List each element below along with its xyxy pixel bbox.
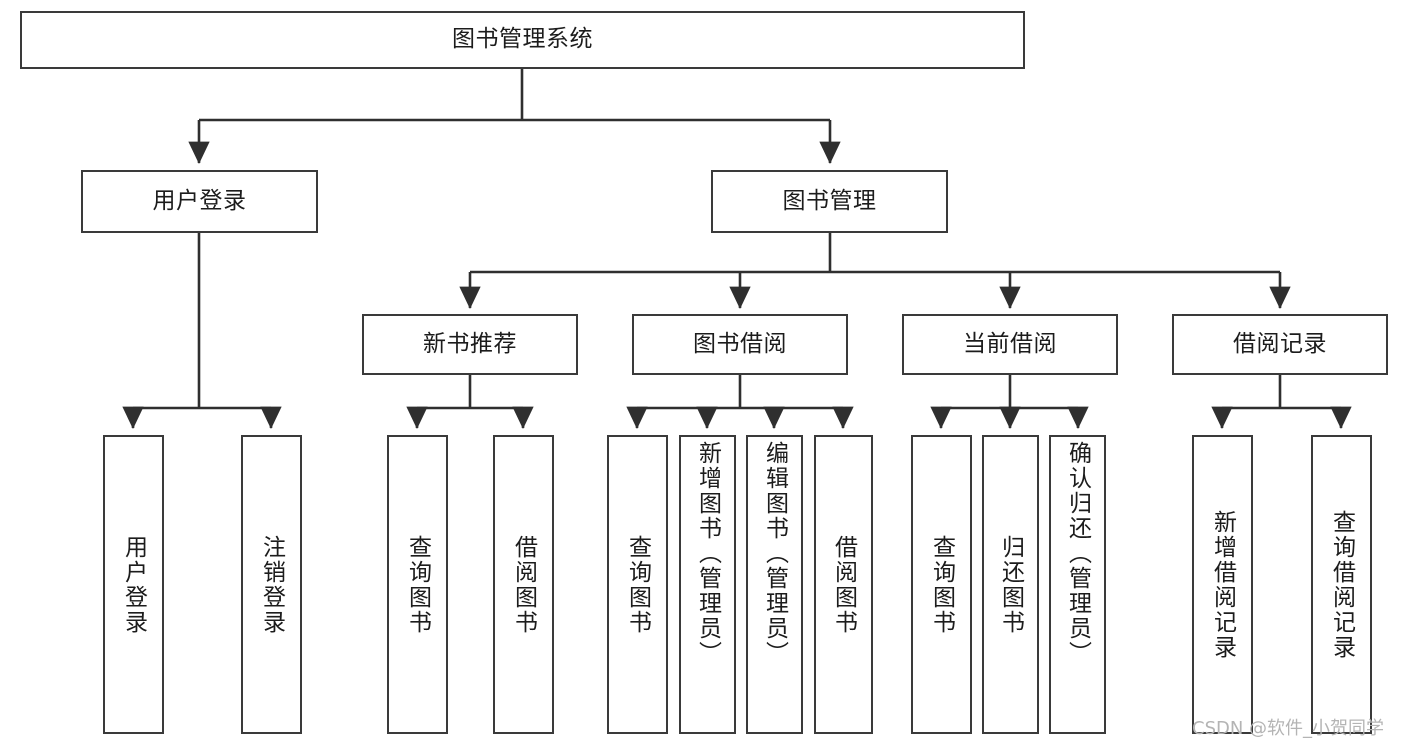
leaf-user-login[interactable]: 用户登录 xyxy=(103,435,164,734)
leaf-borrow-book-new[interactable]: 借阅图书 xyxy=(493,435,554,734)
leaf-query-book-new[interactable]: 查询图书 xyxy=(387,435,448,734)
leaf-borrow-book[interactable]: 借阅图书 xyxy=(814,435,873,734)
node-label: 当前借阅 xyxy=(963,330,1057,357)
node-borrow-records[interactable]: 借阅记录 xyxy=(1172,314,1388,375)
leaf-query-borrow-record[interactable]: 查询借阅记录 xyxy=(1311,435,1372,734)
node-label: 借阅记录 xyxy=(1233,330,1327,357)
leaf-query-book-current[interactable]: 查询图书 xyxy=(911,435,972,734)
node-label: 确认归还（管理员） xyxy=(1064,441,1091,666)
leaf-logout-login[interactable]: 注销登录 xyxy=(241,435,302,734)
node-label: 图书借阅 xyxy=(693,330,787,357)
node-current-borrowing[interactable]: 当前借阅 xyxy=(902,314,1118,375)
node-label: 查询图书 xyxy=(624,534,651,635)
node-label: 注销登录 xyxy=(258,534,285,635)
node-label: 借阅图书 xyxy=(830,534,857,635)
leaf-query-book-borrow[interactable]: 查询图书 xyxy=(607,435,668,734)
node-book-management[interactable]: 图书管理 xyxy=(711,170,948,233)
leaf-edit-book-admin[interactable]: 编辑图书（管理员） xyxy=(746,435,803,734)
node-label: 新书推荐 xyxy=(423,330,517,357)
node-label: 借阅图书 xyxy=(510,534,537,635)
node-label: 用户登录 xyxy=(152,187,247,214)
node-label: 查询图书 xyxy=(928,534,955,635)
node-label: 用户登录 xyxy=(120,534,147,635)
leaf-add-borrow-record[interactable]: 新增借阅记录 xyxy=(1192,435,1253,734)
node-label: 查询图书 xyxy=(404,534,431,635)
node-label: 新增借阅记录 xyxy=(1209,509,1236,660)
node-root-book-management-system[interactable]: 图书管理系统 xyxy=(20,11,1025,69)
node-label: 编辑图书（管理员） xyxy=(761,441,788,666)
node-new-book-recommendation[interactable]: 新书推荐 xyxy=(362,314,578,375)
node-label: 查询借阅记录 xyxy=(1328,509,1355,660)
leaf-confirm-return-admin[interactable]: 确认归还（管理员） xyxy=(1049,435,1106,734)
node-label: 新增图书（管理员） xyxy=(694,441,721,666)
node-label: 图书管理系统 xyxy=(452,26,593,53)
csdn-watermark: CSDN @软件_小贺同学 xyxy=(1192,718,1385,739)
node-label: 图书管理 xyxy=(782,187,877,214)
leaf-return-book[interactable]: 归还图书 xyxy=(982,435,1039,734)
leaf-add-book-admin[interactable]: 新增图书（管理员） xyxy=(679,435,736,734)
node-user-login[interactable]: 用户登录 xyxy=(81,170,318,233)
node-label: 归还图书 xyxy=(997,534,1024,635)
node-book-borrowing[interactable]: 图书借阅 xyxy=(632,314,848,375)
